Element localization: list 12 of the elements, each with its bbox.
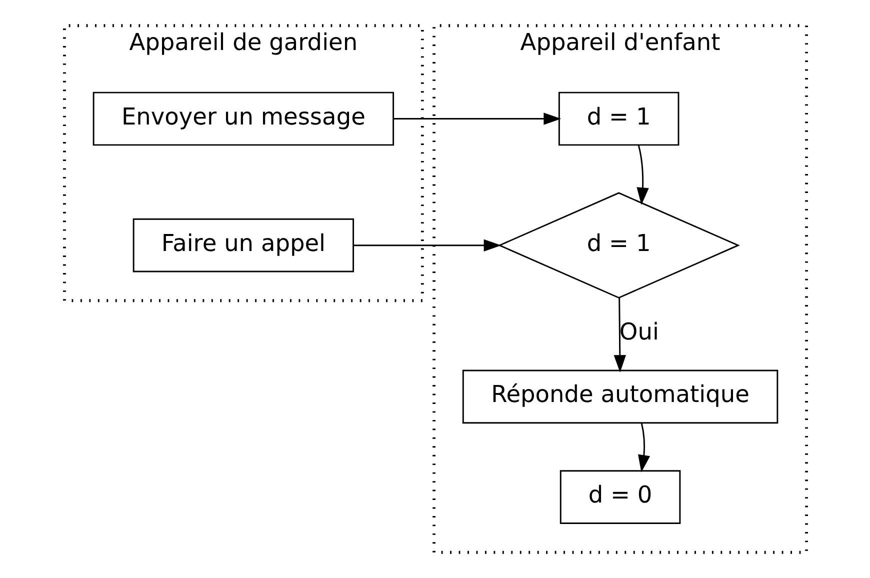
node-box: Réponde automatique: [462, 370, 778, 424]
node-box: d = 1: [558, 92, 679, 146]
node-box: Envoyer un message: [92, 92, 394, 146]
node-diamond: d = 1: [497, 192, 740, 299]
edge-label: Oui: [618, 318, 658, 346]
node-box: Faire un appel: [132, 218, 354, 272]
arrow: [636, 145, 648, 206]
arrow: [613, 298, 626, 373]
arrow: [392, 112, 561, 125]
node-box: d = 0: [559, 470, 680, 524]
arrow: [638, 423, 650, 472]
arrow: [352, 239, 501, 252]
